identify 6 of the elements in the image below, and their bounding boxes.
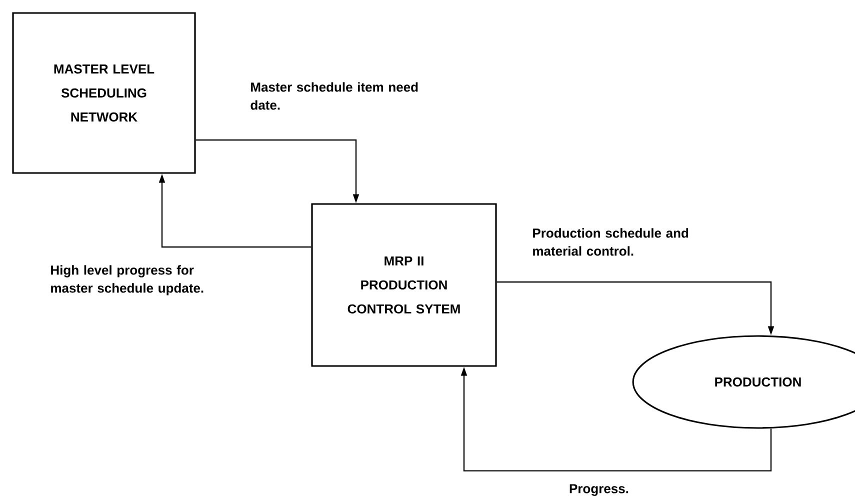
edge-label: Progress.	[570, 484, 628, 496]
edge-label: Production schedule and material control.	[533, 228, 688, 256]
edge-label: Master schedule item need date.	[250, 82, 418, 110]
process-box: MRP II PRODUCTION CONTROL SYTEM	[311, 203, 497, 367]
edge-label: High level progress for master schedule update.	[51, 265, 204, 296]
process-box: MASTER LEVEL SCHEDULING NETWORK	[12, 12, 196, 174]
